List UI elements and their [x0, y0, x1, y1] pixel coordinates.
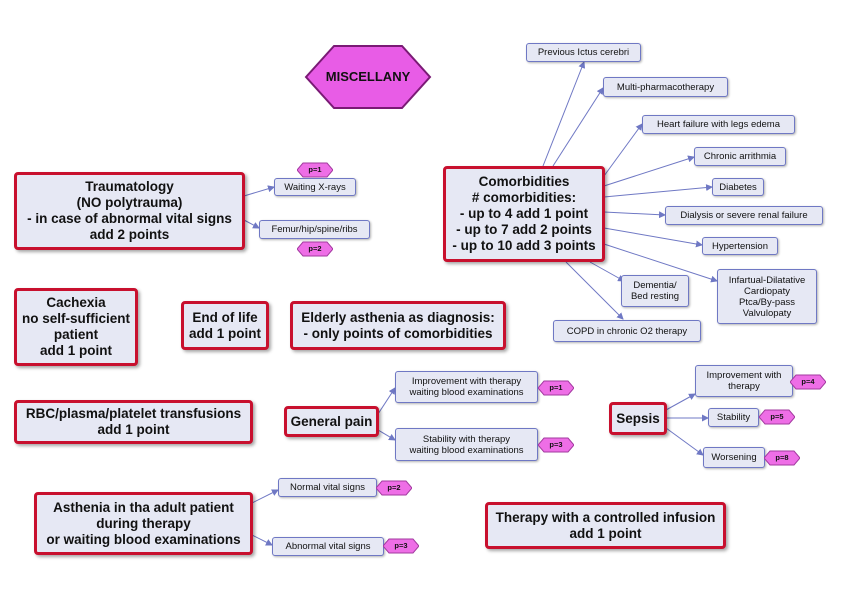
traumatology-text: Traumatology (NO polytrauma) - in case o…: [27, 179, 232, 242]
connector-line: [251, 534, 273, 546]
comorbidity-item[interactable]: Dialysis or severe renal failure: [665, 206, 823, 225]
points-tag: p=1: [538, 380, 574, 396]
connector-line: [603, 243, 718, 283]
points-tag: p=8: [764, 450, 800, 466]
comorbidity-item-text: Heart failure with legs edema: [656, 119, 781, 130]
elderly-asthenia-text: Elderly asthenia as diagnosis: - only po…: [301, 309, 495, 341]
connector-line: [243, 219, 260, 229]
end-of-life-text: End of life add 1 point: [189, 309, 261, 341]
sepsis-node[interactable]: Sepsis: [609, 402, 667, 435]
comorbidities-node[interactable]: Comorbidities # comorbidities: - up to 4…: [443, 166, 605, 262]
sepsis-stability-text: Stability: [716, 412, 751, 423]
sepsis-improvement-node[interactable]: Improvement with therapy: [695, 365, 793, 397]
connector-line: [665, 393, 696, 411]
asthenia-adult-text: Asthenia in tha adult patient during the…: [46, 499, 241, 547]
points-tag: p=2: [297, 241, 333, 257]
femur-hip-node[interactable]: Femur/hip/spine/ribs: [259, 220, 370, 239]
transfusions-text: RBC/plasma/platelet transfusions add 1 p…: [25, 406, 242, 437]
end-of-life-node[interactable]: End of life add 1 point: [181, 301, 269, 350]
normal-vital-signs-text: Normal vital signs: [290, 482, 365, 493]
title-label: MISCELLANY: [325, 69, 411, 84]
general-pain-text: General pain: [290, 413, 373, 429]
comorbidity-item[interactable]: Dementia/ Bed resting: [621, 275, 689, 307]
transfusions-node[interactable]: RBC/plasma/platelet transfusions add 1 p…: [14, 400, 253, 444]
asthenia-adult-node[interactable]: Asthenia in tha adult patient during the…: [34, 492, 253, 555]
connector-line: [603, 227, 703, 248]
comorbidity-item[interactable]: Multi-pharmacotherapy: [603, 77, 728, 97]
pain-improvement-text: Improvement with therapy waiting blood e…: [409, 376, 524, 398]
connector-line: [251, 489, 279, 504]
points-tag: p=3: [538, 437, 574, 453]
comorbidity-item[interactable]: COPD in chronic O2 therapy: [553, 320, 701, 342]
points-tag: p=3: [383, 538, 419, 554]
title-diamond: MISCELLANY: [302, 43, 434, 111]
comorbidity-item[interactable]: Chronic arrithmia: [694, 147, 786, 166]
sepsis-improvement-text: Improvement with therapy: [706, 370, 782, 392]
general-pain-node[interactable]: General pain: [284, 406, 379, 437]
points-tag: p=2: [376, 480, 412, 496]
controlled-infusion-text: Therapy with a controlled infusion add 1…: [495, 509, 716, 541]
abnormal-vital-signs-text: Abnormal vital signs: [285, 541, 371, 552]
comorbidity-item[interactable]: Diabetes: [712, 178, 764, 196]
abnormal-vital-signs-node[interactable]: Abnormal vital signs: [272, 537, 384, 556]
comorbidity-item[interactable]: Previous Ictus cerebri: [526, 43, 641, 62]
comorbidity-item[interactable]: Infartual-Dilatative Cardiopaty Ptca/By-…: [717, 269, 817, 324]
comorbidity-item-text: Previous Ictus cerebri: [537, 47, 630, 58]
comorbidity-item[interactable]: Heart failure with legs edema: [642, 115, 795, 134]
connector-line: [603, 211, 666, 219]
connector-line: [243, 185, 275, 197]
points-label: p=4: [801, 377, 815, 386]
points-label: p=2: [387, 483, 401, 492]
cachexia-text: Cachexia no self-sufficient patient add …: [21, 295, 130, 358]
comorbidities-text: Comorbidities # comorbidities: - up to 4…: [452, 174, 596, 253]
connector-line: [603, 123, 643, 177]
connector-line: [542, 61, 586, 167]
points-label: p=1: [549, 383, 563, 392]
comorbidity-item[interactable]: Hypertension: [702, 237, 778, 255]
connector-line: [603, 184, 713, 198]
sepsis-worsening-node[interactable]: Worsening: [703, 447, 765, 468]
comorbidity-item-text: Hypertension: [712, 240, 768, 252]
points-tag: p=4: [790, 374, 826, 390]
pain-improvement-node[interactable]: Improvement with therapy waiting blood e…: [395, 371, 538, 403]
waiting-xrays-text: Waiting X-rays: [284, 181, 346, 193]
points-tag: p=1: [297, 162, 333, 178]
points-label: p=8: [775, 453, 789, 462]
sepsis-text: Sepsis: [616, 410, 660, 426]
connector-line: [377, 429, 396, 441]
connector-line: [589, 261, 625, 282]
points-label: p=1: [308, 165, 322, 174]
connector-line: [603, 155, 695, 187]
normal-vital-signs-node[interactable]: Normal vital signs: [278, 478, 377, 497]
points-tag: p=5: [759, 409, 795, 425]
points-label: p=2: [308, 244, 322, 253]
diamond-shape: [304, 45, 432, 109]
pain-stability-text: Stability with therapy waiting blood exa…: [409, 433, 524, 456]
comorbidity-item-text: Diabetes: [719, 181, 757, 193]
connector-line: [552, 87, 604, 167]
points-label: p=5: [770, 412, 784, 421]
points-label: p=3: [394, 541, 408, 550]
traumatology-node[interactable]: Traumatology (NO polytrauma) - in case o…: [14, 172, 245, 250]
connector-line: [565, 261, 624, 320]
sepsis-worsening-text: Worsening: [711, 452, 757, 463]
comorbidity-item-text: Chronic arrithmia: [703, 151, 777, 162]
sepsis-stability-node[interactable]: Stability: [708, 408, 759, 427]
comorbidity-item-text: Infartual-Dilatative Cardiopaty Ptca/By-…: [728, 274, 806, 319]
connector-line: [665, 427, 704, 456]
femur-hip-text: Femur/hip/spine/ribs: [271, 224, 358, 235]
comorbidity-item-text: Dementia/ Bed resting: [630, 280, 680, 302]
controlled-infusion-node[interactable]: Therapy with a controlled infusion add 1…: [485, 502, 726, 549]
pain-stability-node[interactable]: Stability with therapy waiting blood exa…: [395, 428, 538, 461]
cachexia-node[interactable]: Cachexia no self-sufficient patient add …: [14, 288, 138, 366]
comorbidity-item-text: Dialysis or severe renal failure: [680, 210, 808, 221]
comorbidity-item-text: COPD in chronic O2 therapy: [566, 325, 688, 337]
elderly-asthenia-node[interactable]: Elderly asthenia as diagnosis: - only po…: [290, 301, 506, 350]
comorbidity-item-text: Multi-pharmacotherapy: [616, 81, 715, 93]
connector-line: [377, 387, 396, 415]
waiting-xrays-node[interactable]: Waiting X-rays: [274, 178, 356, 196]
points-label: p=3: [549, 440, 563, 449]
